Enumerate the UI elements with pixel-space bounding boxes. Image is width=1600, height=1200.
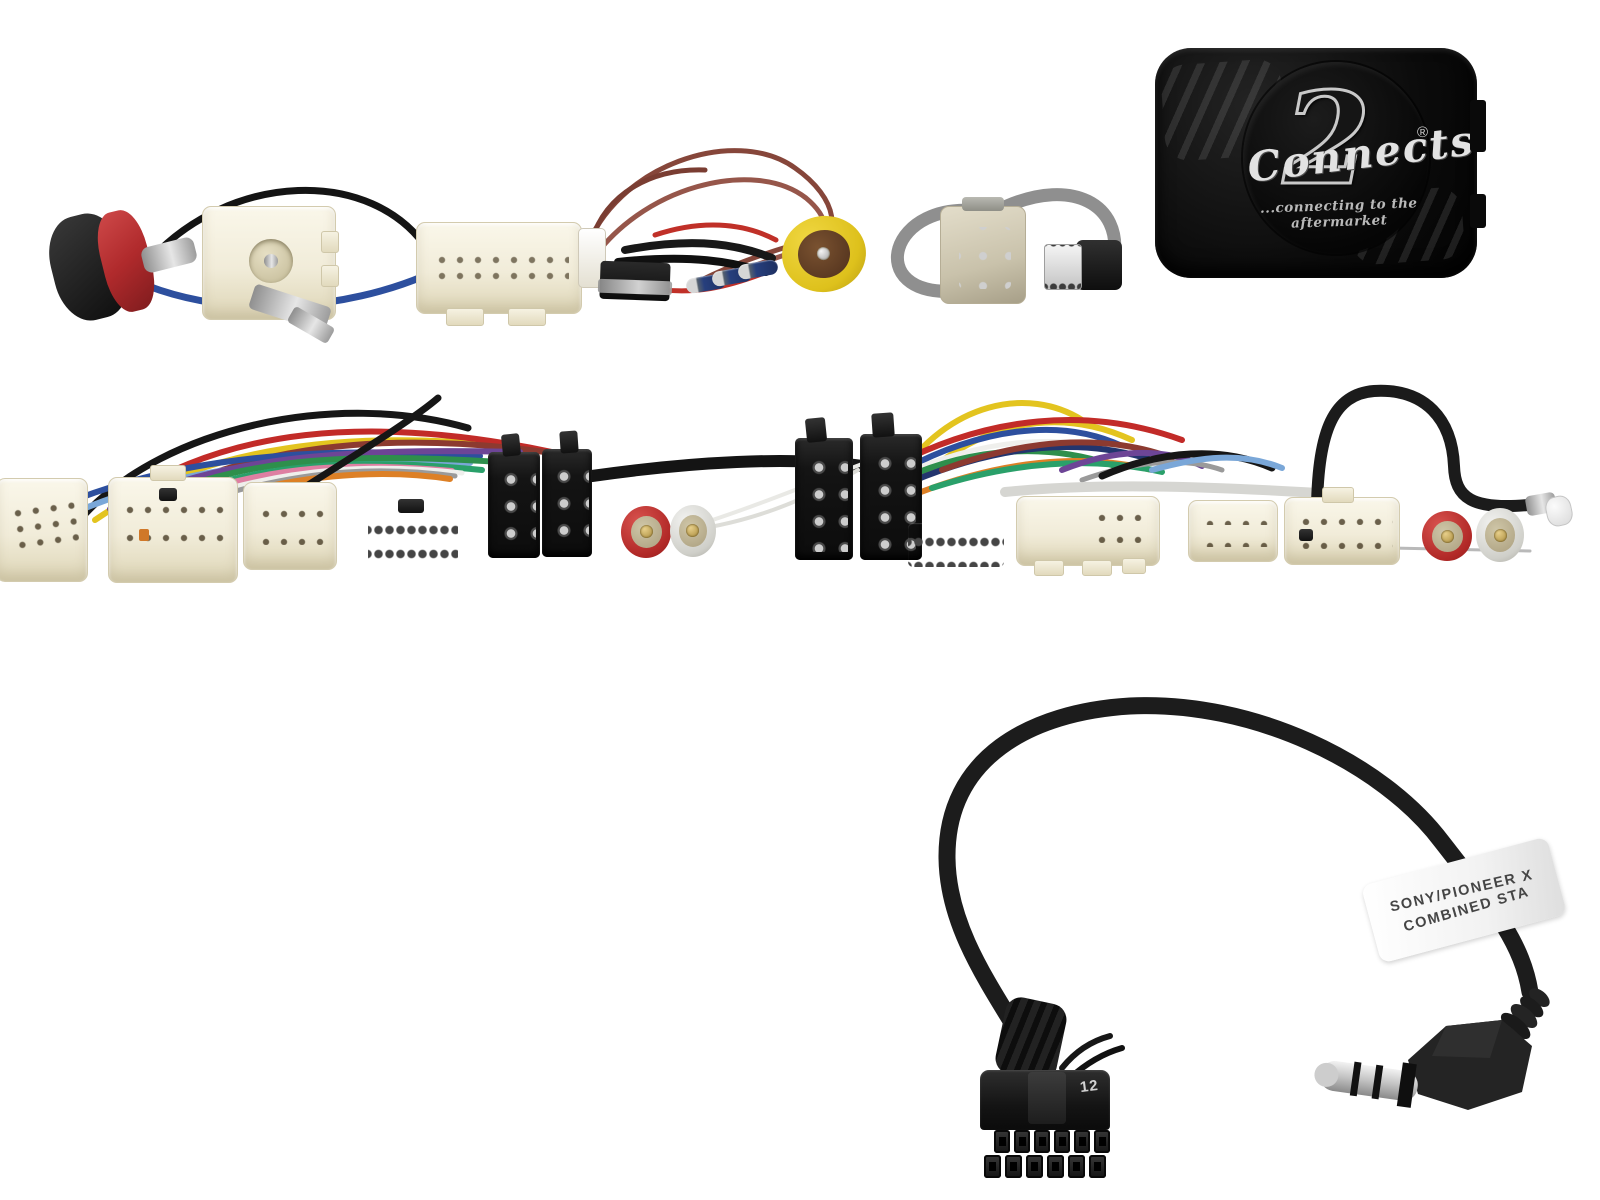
vehicle-connector-c — [243, 482, 337, 570]
molex-pin — [1047, 1155, 1064, 1178]
connector-tab — [1322, 487, 1354, 503]
iso-connector-right-2 — [860, 434, 922, 560]
quadlock-connector — [416, 222, 582, 314]
connector-pin-marks — [1089, 529, 1151, 543]
connects2-logo-numeral: 2 — [1282, 65, 1373, 213]
connector-pin-marks — [1197, 513, 1271, 525]
molex-pin — [1089, 1155, 1106, 1178]
rca-face — [1485, 518, 1515, 552]
registered-trademark-symbol: ® — [1417, 124, 1429, 141]
usb-a-plug-metal-face — [1044, 244, 1082, 290]
connector-latch — [398, 499, 424, 513]
quadlock-tab — [446, 308, 484, 326]
connector-pin-marks — [3, 494, 81, 558]
antenna-connector-socket — [249, 239, 293, 283]
rca-face — [630, 515, 662, 549]
molex-pin — [984, 1155, 1001, 1178]
box-side-port — [1470, 100, 1486, 152]
vehicle-connector-a — [0, 478, 88, 582]
connector-orange-pin — [139, 529, 149, 541]
box-logo-disc — [1243, 62, 1429, 254]
molex-pin-count-marking: 12 — [1079, 1076, 1100, 1097]
connector-pin-marks — [1293, 535, 1393, 549]
rca-pin — [1440, 529, 1454, 543]
connector-keyway — [159, 488, 177, 501]
molex-pin — [1094, 1130, 1110, 1153]
connector-keyway — [1299, 529, 1313, 541]
stalk-connector-f — [1188, 500, 1278, 562]
connector-tab — [1122, 558, 1146, 574]
connector-pin-marks — [253, 531, 327, 545]
connector-tab — [321, 231, 339, 253]
connector-tab — [150, 465, 186, 481]
molex-pin — [1054, 1130, 1070, 1153]
molex-pin — [1034, 1130, 1050, 1153]
molex-latch — [1028, 1072, 1066, 1124]
rca-plug-red-right — [1422, 511, 1472, 561]
molex-pin-block — [984, 1130, 1110, 1180]
iso-pin-field — [492, 460, 536, 552]
iso-pin-field — [545, 457, 589, 551]
box-side-port — [1470, 194, 1486, 228]
connector-pin-marks — [1089, 507, 1151, 521]
microfit-16pin-connector-left — [368, 511, 458, 565]
connector-pin-marks — [1293, 511, 1393, 525]
usb-oem-connector-tab — [962, 197, 1004, 211]
connector-pin-marks — [117, 527, 229, 545]
rca-face — [1431, 520, 1463, 552]
stalk-connector-de — [1016, 496, 1160, 566]
rca-plug-white-left — [670, 505, 716, 557]
rca-plug-red-left — [621, 506, 671, 558]
rca-face — [794, 227, 854, 281]
iso-connector-left-2 — [542, 449, 592, 557]
stalk-connector-g — [1284, 497, 1400, 565]
iso-latch — [871, 412, 895, 438]
molex-pin — [994, 1130, 1010, 1153]
quadlock-pin-field — [429, 249, 569, 287]
molex-pin-row — [984, 1155, 1110, 1178]
antenna-connector-pin — [264, 254, 278, 268]
iso-connector-right-1 — [795, 438, 853, 560]
right-harness-wire-bundle — [885, 400, 1323, 498]
molex-pin — [1005, 1155, 1022, 1178]
iso-latch — [559, 430, 579, 454]
iso-connector-left-1 — [488, 452, 540, 558]
rca-face — [678, 514, 708, 548]
molex-12pin-connector: 12 — [980, 1070, 1110, 1130]
rca-plug-white-right — [1476, 508, 1524, 562]
connector-tab — [1034, 560, 1064, 576]
molex-pin — [1074, 1130, 1090, 1153]
aux-jack-plug — [1314, 988, 1550, 1110]
iso-pin-field — [866, 444, 916, 552]
usb-oem-connector-cavity — [959, 227, 1011, 289]
iso-pin-field — [800, 448, 848, 552]
rca-pin — [816, 246, 832, 262]
jack-tip — [1314, 1060, 1418, 1108]
connects2-tagline: ...connecting to the aftermarket — [1259, 195, 1418, 232]
usb-oem-connector — [940, 206, 1026, 304]
molex-pin — [1014, 1130, 1030, 1153]
molex-pin — [1068, 1155, 1085, 1178]
inline-filter-metal-band — [597, 278, 673, 296]
iso-latch — [804, 417, 828, 443]
rca-pin — [639, 525, 653, 539]
rca-pin — [1493, 528, 1507, 542]
connector-tab — [1082, 560, 1112, 576]
connects2-interface-box: 2 Connects ® ...connecting to the afterm… — [1155, 48, 1478, 278]
rca-pin — [686, 524, 700, 538]
usb-a-plug-body — [1076, 240, 1122, 290]
molex-pin-row — [994, 1130, 1110, 1153]
microfit-16pin-connector-right — [908, 523, 1004, 567]
quadlock-tab — [508, 308, 546, 326]
connector-pin-marks — [117, 499, 229, 517]
connector-pin-marks — [1197, 535, 1271, 547]
connector-pin-marks — [253, 503, 327, 519]
vehicle-connector-b — [108, 477, 238, 583]
iso-latch — [500, 433, 522, 457]
connector-tab — [321, 265, 339, 287]
molex-pin — [1026, 1155, 1043, 1178]
